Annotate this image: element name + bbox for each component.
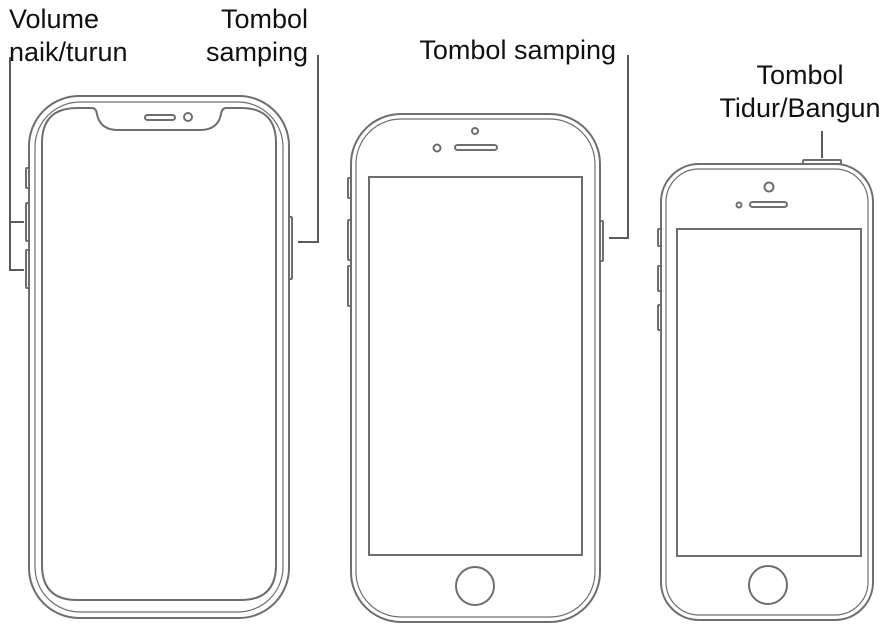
leader-line-side-button-x (298, 55, 319, 243)
label-volume-line1: Volume (9, 4, 100, 34)
phone-se-screen (676, 228, 862, 557)
phone-face-id-volume-up (25, 202, 30, 242)
phone-face-id-body (28, 95, 290, 619)
phone-8-screen (368, 176, 583, 556)
phone-face-id-camera (183, 112, 193, 122)
phone-se-body (660, 163, 874, 621)
label-side-x-line2: samping (205, 37, 308, 67)
label-volume-up-down: Volume naik/turun (9, 3, 128, 69)
phone-8-inner-rim (355, 118, 596, 618)
leader-lines (9, 55, 823, 271)
phone-small-se (657, 159, 874, 621)
phone-se-front-camera (763, 181, 775, 193)
label-side-8-line1: Tombol samping (419, 35, 616, 65)
label-sleep-wake-button: Tombol Tidur/Bangun (700, 59, 891, 125)
phone-8-home-button (455, 566, 495, 606)
phone-face-id-side-button (288, 216, 293, 280)
label-side-button-home: Tombol samping (378, 34, 616, 67)
phone-8-volume-down (347, 265, 352, 307)
label-volume-line2: naik/turun (9, 37, 128, 67)
phone-8-front-camera (471, 127, 479, 135)
label-sleep-line1: Tombol (756, 60, 844, 90)
phone-8-speaker (454, 144, 498, 151)
phone-se-sensor (735, 201, 743, 209)
phone-se-mute-switch (657, 228, 662, 247)
phone-8-side-button (599, 220, 604, 262)
leader-line-volume (9, 57, 24, 223)
phone-se-sleep-wake-button (802, 159, 842, 165)
label-side-x-line1: Tombol (220, 4, 308, 34)
phone-se-inner-rim (665, 168, 869, 616)
phone-se-volume-up (657, 265, 662, 292)
phone-face-id-speaker (144, 114, 176, 121)
phone-face-id-volume-down (25, 249, 30, 289)
phone-face-id (25, 95, 293, 619)
label-sleep-line2: Tidur/Bangun (719, 93, 881, 123)
phone-8-mute-switch (347, 177, 352, 199)
phone-face-id-screen (41, 107, 277, 601)
phone-8-volume-up (347, 219, 352, 261)
phone-8-sensor (432, 143, 442, 153)
phone-se-speaker (749, 201, 788, 208)
phone-face-id-mute-switch (25, 167, 30, 189)
phone-se-volume-down (657, 304, 662, 331)
leader-line-volume-down (9, 222, 24, 271)
leader-line-side-button-8 (609, 55, 629, 239)
phone-face-id-inner-rim (34, 101, 284, 613)
phone-home-button-large (347, 113, 604, 623)
phone-se-home-button (748, 565, 788, 605)
label-side-button-face-id: Tombol samping (178, 3, 308, 69)
phone-8-body (350, 113, 601, 623)
